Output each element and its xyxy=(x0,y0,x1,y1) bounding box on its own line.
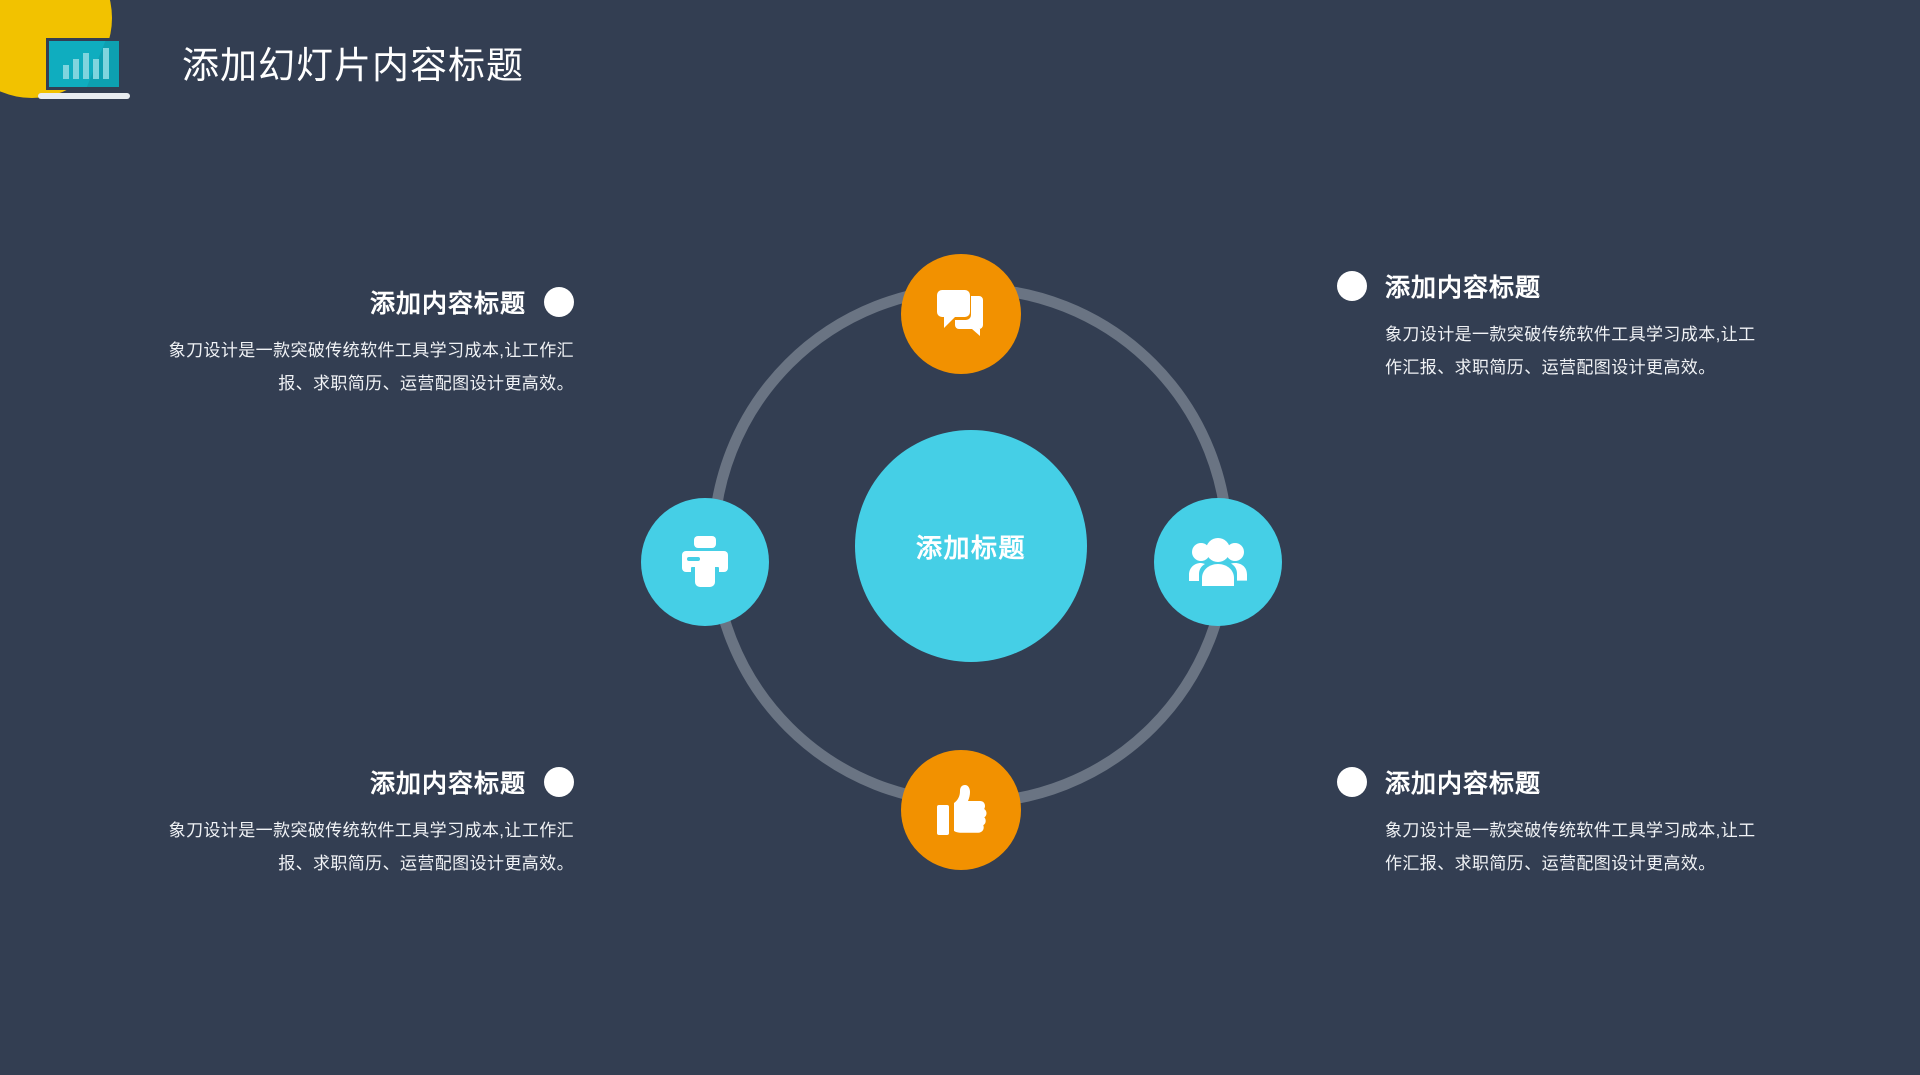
bullet-dot-icon xyxy=(544,767,574,797)
bullet-dot-icon xyxy=(544,287,574,317)
chat-bubbles-icon xyxy=(933,288,989,340)
printer-icon xyxy=(677,534,733,590)
laptop-base xyxy=(38,93,130,99)
diagram-center-node[interactable]: 添加标题 xyxy=(855,430,1087,662)
content-block-bottom-right: 添加内容标题 象刀设计是一款突破传统软件工具学习成本,让工作汇报、求职简历、运营… xyxy=(1337,764,1767,880)
users-group-icon xyxy=(1188,536,1248,588)
content-block-heading: 添加内容标题 xyxy=(1337,268,1767,304)
content-block-title: 添加内容标题 xyxy=(369,290,526,318)
bullet-dot-icon xyxy=(1337,271,1367,301)
bullet-dot-icon xyxy=(1337,767,1367,797)
content-block-heading: 添加内容标题 xyxy=(144,284,574,320)
thumbs-up-icon xyxy=(935,783,987,837)
content-block-body: 象刀设计是一款突破传统软件工具学习成本,让工作汇报、求职简历、运营配图设计更高效… xyxy=(1385,325,1756,377)
content-block-title: 添加内容标题 xyxy=(369,770,526,798)
content-block-body: 象刀设计是一款突破传统软件工具学习成本,让工作汇报、求职简历、运营配图设计更高效… xyxy=(168,821,574,873)
content-block-body: 象刀设计是一款突破传统软件工具学习成本,让工作汇报、求职简历、运营配图设计更高效… xyxy=(168,341,574,393)
laptop-bar-chart-icon xyxy=(38,38,130,100)
content-block-body: 象刀设计是一款突破传统软件工具学习成本,让工作汇报、求职简历、运营配图设计更高效… xyxy=(1385,821,1756,873)
content-block-title: 添加内容标题 xyxy=(1385,770,1542,798)
page-title: 添加幻灯片内容标题 xyxy=(182,45,524,86)
diagram-node-left[interactable] xyxy=(641,498,769,626)
content-block-top-left: 添加内容标题 象刀设计是一款突破传统软件工具学习成本,让工作汇报、求职简历、运营… xyxy=(144,284,574,400)
diagram-center-label: 添加标题 xyxy=(915,532,1026,563)
slide-header: 添加幻灯片内容标题 xyxy=(0,0,1920,140)
bar-chart-glyph xyxy=(63,47,109,79)
laptop-screen xyxy=(46,38,122,90)
diagram-node-right[interactable] xyxy=(1154,498,1282,626)
content-block-bottom-left: 添加内容标题 象刀设计是一款突破传统软件工具学习成本,让工作汇报、求职简历、运营… xyxy=(144,764,574,880)
diagram-node-bottom[interactable] xyxy=(901,750,1021,870)
content-block-heading: 添加内容标题 xyxy=(144,764,574,800)
content-block-title: 添加内容标题 xyxy=(1385,274,1542,302)
content-block-top-right: 添加内容标题 象刀设计是一款突破传统软件工具学习成本,让工作汇报、求职简历、运营… xyxy=(1337,268,1767,384)
content-block-heading: 添加内容标题 xyxy=(1337,764,1767,800)
diagram-node-top[interactable] xyxy=(901,254,1021,374)
